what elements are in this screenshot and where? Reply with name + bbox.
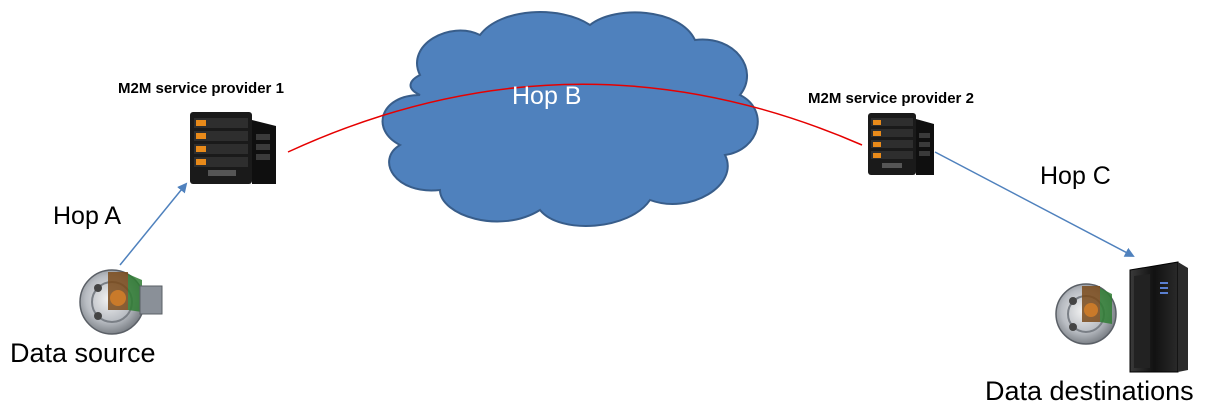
hop-c-arrow	[934, 151, 1135, 257]
hop-b-connection	[287, 83, 863, 153]
internet-cloud	[381, 11, 759, 227]
server-rack-icon	[868, 113, 934, 175]
differential-gear-icon	[79, 269, 163, 335]
server-rack-icon	[190, 112, 276, 184]
hop-a-arrow	[119, 182, 188, 266]
data-source-label: Data source	[10, 338, 156, 368]
provider-2-label: M2M service provider 2	[808, 90, 974, 107]
provider-1-label: M2M service provider 1	[118, 80, 284, 97]
data-destinations-label: Data destinations	[985, 376, 1194, 406]
hop-c-label: Hop C	[1040, 162, 1111, 190]
differential-gear-icon	[1055, 283, 1117, 345]
hop-a-label: Hop A	[53, 202, 122, 230]
computer-tower-icon	[1129, 261, 1188, 373]
hop-b-label: Hop B	[512, 82, 582, 110]
